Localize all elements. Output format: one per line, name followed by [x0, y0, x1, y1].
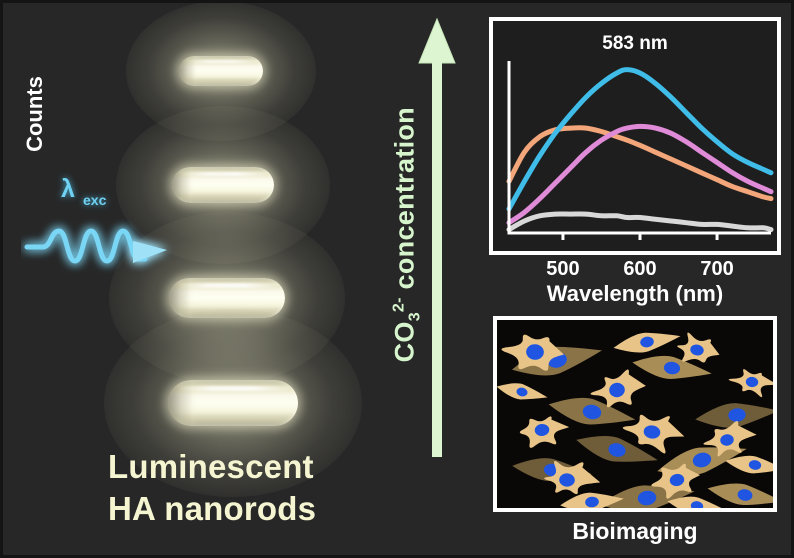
bioimaging-panel [493, 316, 777, 512]
cell-nucleus [737, 489, 753, 501]
cell-nucleus [585, 496, 599, 508]
cell [519, 416, 570, 448]
cell [501, 334, 564, 371]
cell [622, 414, 685, 454]
cell-microscopy-image [497, 332, 773, 508]
x-axis-label: Wavelength (nm) [546, 281, 724, 306]
cell [560, 492, 624, 508]
cell-nucleus [692, 452, 712, 468]
lambda-symbol: λ [61, 175, 75, 203]
cell-nucleus [640, 336, 654, 348]
cell [703, 421, 757, 457]
nanorod-body [172, 167, 274, 203]
cell-nucleus [663, 361, 681, 375]
excitation-arrow-group: λ exc [21, 175, 181, 280]
cell-nucleus [643, 425, 661, 439]
cell-nucleus [534, 423, 550, 437]
cell-nucleus [745, 376, 759, 388]
cell-nucleus [609, 382, 625, 398]
y-axis-label: Counts [22, 76, 47, 152]
cell [667, 496, 727, 508]
concentration-label-prefix: CO [389, 321, 420, 363]
nanorod-highlight [180, 171, 268, 176]
x-axis-tick-label: 500 [546, 258, 580, 280]
carbonate-concentration-axis: CO32- concentration [355, 17, 463, 459]
cell [707, 483, 773, 506]
cell-nucleus [669, 473, 685, 487]
cell [728, 369, 773, 398]
cell [576, 436, 658, 462]
spectra-plot [506, 61, 774, 240]
cell-nucleus [728, 408, 746, 422]
cell [725, 455, 773, 474]
cell-nucleus [559, 473, 575, 487]
concentration-label-sub: 3 [406, 312, 424, 322]
cell-nucleus [582, 404, 602, 420]
cell [544, 461, 601, 495]
cell [548, 397, 636, 425]
page-title: Luminescent HA nanorods [108, 446, 408, 530]
nanorod-body [168, 380, 298, 426]
bioimaging-caption: Bioimaging [572, 518, 698, 544]
cell [632, 355, 712, 379]
spectrum-curve [506, 211, 774, 233]
concentration-label-suffix: concentration [389, 107, 420, 298]
x-axis-tick-labels: 500 600 700 [489, 258, 781, 284]
spectrum-curve [506, 67, 774, 212]
nanorod-highlight [178, 283, 279, 288]
caption-line-2: HA nanorods [108, 490, 317, 528]
cell [497, 383, 548, 400]
concentration-label-sup: 2- [390, 297, 408, 313]
nanorod-bevel [168, 380, 197, 426]
emission-spectra-panel: 583 nm [489, 17, 781, 255]
cell [695, 403, 773, 428]
cell [677, 332, 720, 363]
cell-nucleus [637, 490, 657, 506]
x-axis-tick-label: 700 [700, 258, 734, 280]
cell-nucleus [748, 460, 762, 470]
spectrum-curve [506, 123, 774, 226]
nanorod-bevel [179, 56, 198, 86]
cell-nucleus [690, 344, 704, 356]
cell-nucleus [516, 387, 528, 397]
nanorod-highlight [185, 59, 258, 64]
peak-annotation-label: 583 nm [602, 33, 668, 54]
lambda-subscript-exc: exc [83, 192, 107, 208]
concentration-label: CO32- concentration [389, 35, 424, 435]
cell [613, 332, 681, 353]
sine-wave-arrow-icon [24, 228, 167, 264]
caption-line-1: Luminescent [108, 448, 314, 485]
nanorod-body [179, 56, 263, 86]
cell-nucleus [526, 344, 544, 360]
nanorod-highlight [178, 385, 291, 392]
cell-nucleus [608, 443, 626, 457]
up-arrow-icon [418, 17, 456, 457]
cell-nucleus [690, 501, 704, 508]
x-axis-tick-label: 600 [623, 258, 657, 280]
plot-axes [507, 61, 771, 235]
cell-nucleus [720, 434, 734, 446]
cell [651, 463, 701, 499]
cell [590, 369, 646, 408]
